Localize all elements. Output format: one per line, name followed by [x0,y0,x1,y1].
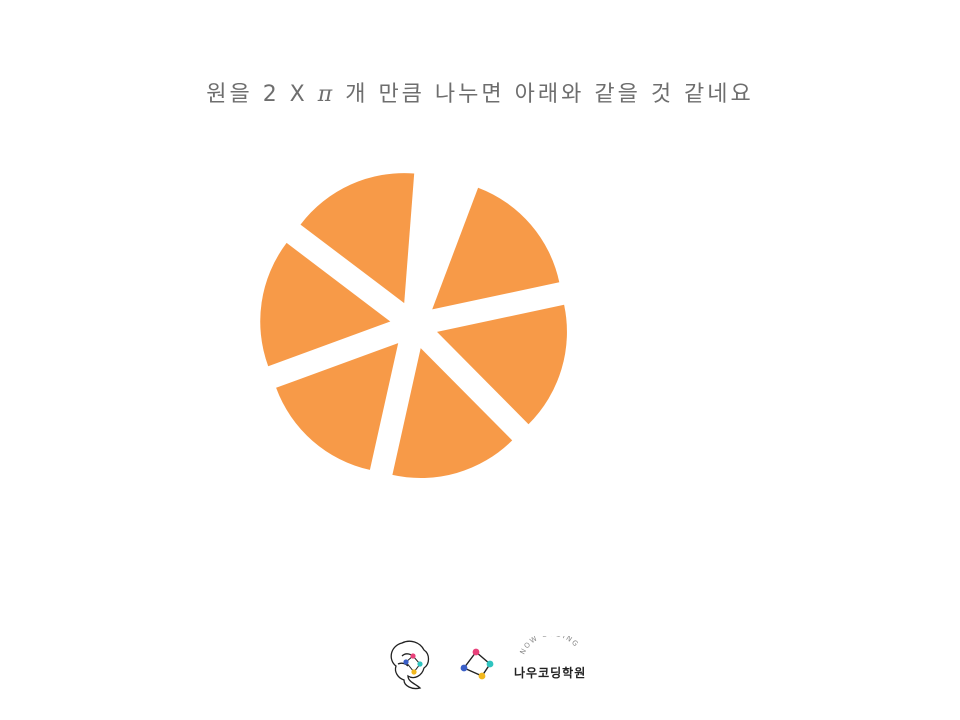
wedge-5 [260,242,391,367]
footer-logo: NOW CODING 나우코딩학원 [386,636,606,692]
wedge-6 [300,173,415,304]
brain-dot-blue [403,659,409,665]
wedge-2 [437,304,567,425]
wedge-group [260,173,567,479]
wedge-1 [432,187,560,310]
brain-icon [390,640,430,690]
wedge-4 [276,343,399,470]
title-text-after: 개 만큼 나누면 아래와 같을 것 같네요 [335,82,754,107]
logo-graphics: NOW CODING [390,636,581,690]
brain-dot-pink [410,653,416,659]
brand-name: 나우코딩학원 [514,666,587,680]
pi-symbol: π [317,82,336,107]
wedge-3 [392,348,513,479]
now-coding-arc-text: NOW CODING [519,636,581,656]
network-icon [460,648,494,680]
brain-dot-teal [417,661,423,667]
brain-dot-yellow [411,669,417,675]
title-text-before: 원을 2 X [206,82,318,107]
slide-title: 원을 2 X π 개 만큼 나누면 아래와 같을 것 같네요 [0,76,960,108]
